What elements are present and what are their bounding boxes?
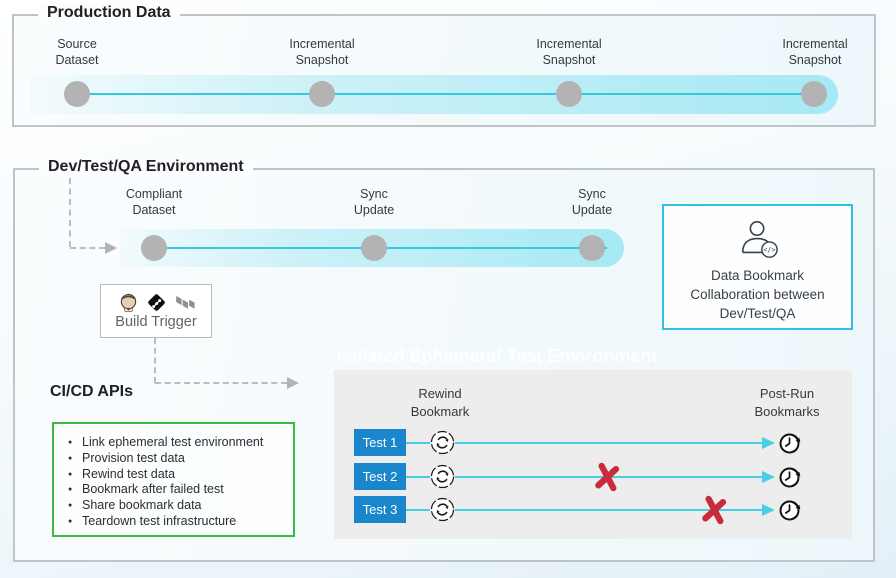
git-icon bbox=[147, 294, 165, 311]
failure-x-icon bbox=[702, 495, 727, 525]
test-3-line bbox=[406, 509, 430, 511]
test-1-line bbox=[455, 442, 762, 444]
svg-text:</>: </> bbox=[763, 246, 775, 254]
cicd-api-item: Provision test data bbox=[64, 451, 285, 467]
milestone-label: Incremental Snapshot bbox=[782, 37, 848, 67]
cicd-apis-box: Link ephemeral test environment Provisio… bbox=[52, 422, 295, 537]
ephemeral-environment-watermark: Isolated Ephemeral Test Environment bbox=[336, 346, 658, 366]
user-code-icon: </> bbox=[741, 221, 778, 258]
production-title: Production Data bbox=[38, 4, 180, 22]
milestone-label: Sync Update bbox=[353, 187, 395, 217]
trigger-to-tests-connector bbox=[154, 338, 156, 383]
test-1-chip: Test 1 bbox=[354, 429, 406, 456]
milestone-label: Incremental Snapshot bbox=[289, 37, 355, 67]
terraform-icon bbox=[175, 295, 195, 309]
test-runs-panel: Rewind Bookmark Post-Run Bookmarks Test … bbox=[334, 370, 852, 539]
milestone-dot bbox=[361, 235, 387, 261]
milestone-label: Incremental Snapshot bbox=[536, 37, 602, 67]
post-run-bookmark-icon bbox=[779, 467, 801, 488]
test-3-chip: Test 3 bbox=[354, 496, 406, 523]
milestone-dot bbox=[801, 81, 827, 107]
test-1-line bbox=[406, 442, 430, 444]
arrow-right-icon bbox=[762, 437, 775, 449]
dev-test-qa-panel: Dev/Test/QA Environment Compliant Datase… bbox=[13, 158, 875, 562]
build-trigger-label: Build Trigger bbox=[115, 314, 197, 330]
dev-test-qa-title: Dev/Test/QA Environment bbox=[39, 158, 253, 176]
trigger-to-tests-connector bbox=[155, 382, 287, 384]
jenkins-icon bbox=[120, 293, 136, 312]
post-run-bookmark-icon bbox=[779, 433, 801, 454]
rewind-bookmark-header: Rewind Bookmark bbox=[410, 386, 470, 419]
prod-to-dev-connector bbox=[70, 247, 105, 249]
rewind-bookmark-icon bbox=[430, 430, 455, 455]
arrow-right-icon bbox=[287, 377, 299, 389]
cicd-api-list: Link ephemeral test environment Provisio… bbox=[64, 435, 285, 530]
milestone-label: Compliant Dataset bbox=[125, 187, 183, 217]
rewind-bookmark-icon bbox=[430, 464, 455, 489]
failure-x-icon bbox=[595, 462, 620, 492]
arrow-right-icon bbox=[105, 242, 117, 254]
milestone-label: Sync Update bbox=[571, 187, 613, 217]
production-panel: Production Data Source Dataset Increment… bbox=[12, 4, 876, 127]
milestone-dot bbox=[141, 235, 167, 261]
arrow-right-icon bbox=[762, 471, 775, 483]
milestone-dot bbox=[556, 81, 582, 107]
cicd-api-item: Share bookmark data bbox=[64, 498, 285, 514]
milestone-label: Source Dataset bbox=[55, 37, 99, 67]
cicd-apis-title: CI/CD APIs bbox=[50, 383, 133, 400]
milestone-dot bbox=[579, 235, 605, 261]
arrow-right-icon bbox=[762, 504, 775, 516]
cicd-api-item: Bookmark after failed test bbox=[64, 482, 285, 498]
build-tool-icons bbox=[118, 292, 195, 313]
cicd-api-item: Rewind test data bbox=[64, 467, 285, 483]
build-trigger-box: Build Trigger bbox=[100, 284, 212, 338]
cicd-api-item: Teardown test infrastructure bbox=[64, 514, 285, 530]
rewind-bookmark-icon bbox=[430, 497, 455, 522]
test-2-chip: Test 2 bbox=[354, 463, 406, 490]
cicd-api-item: Link ephemeral test environment bbox=[64, 435, 285, 451]
bookmark-collaboration-box: </> Data Bookmark Collaboration between … bbox=[662, 204, 853, 330]
post-run-bookmarks-header: Post-Run Bookmarks bbox=[754, 386, 820, 419]
milestone-dot bbox=[64, 81, 90, 107]
production-timeline-line bbox=[65, 93, 814, 95]
test-3-line bbox=[455, 509, 762, 511]
prod-to-dev-connector bbox=[69, 178, 71, 247]
test-2-line bbox=[406, 476, 430, 478]
post-run-bookmark-icon bbox=[779, 500, 801, 521]
milestone-dot bbox=[309, 81, 335, 107]
bookmark-collaboration-label: Data Bookmark Collaboration between Dev/… bbox=[690, 268, 825, 321]
